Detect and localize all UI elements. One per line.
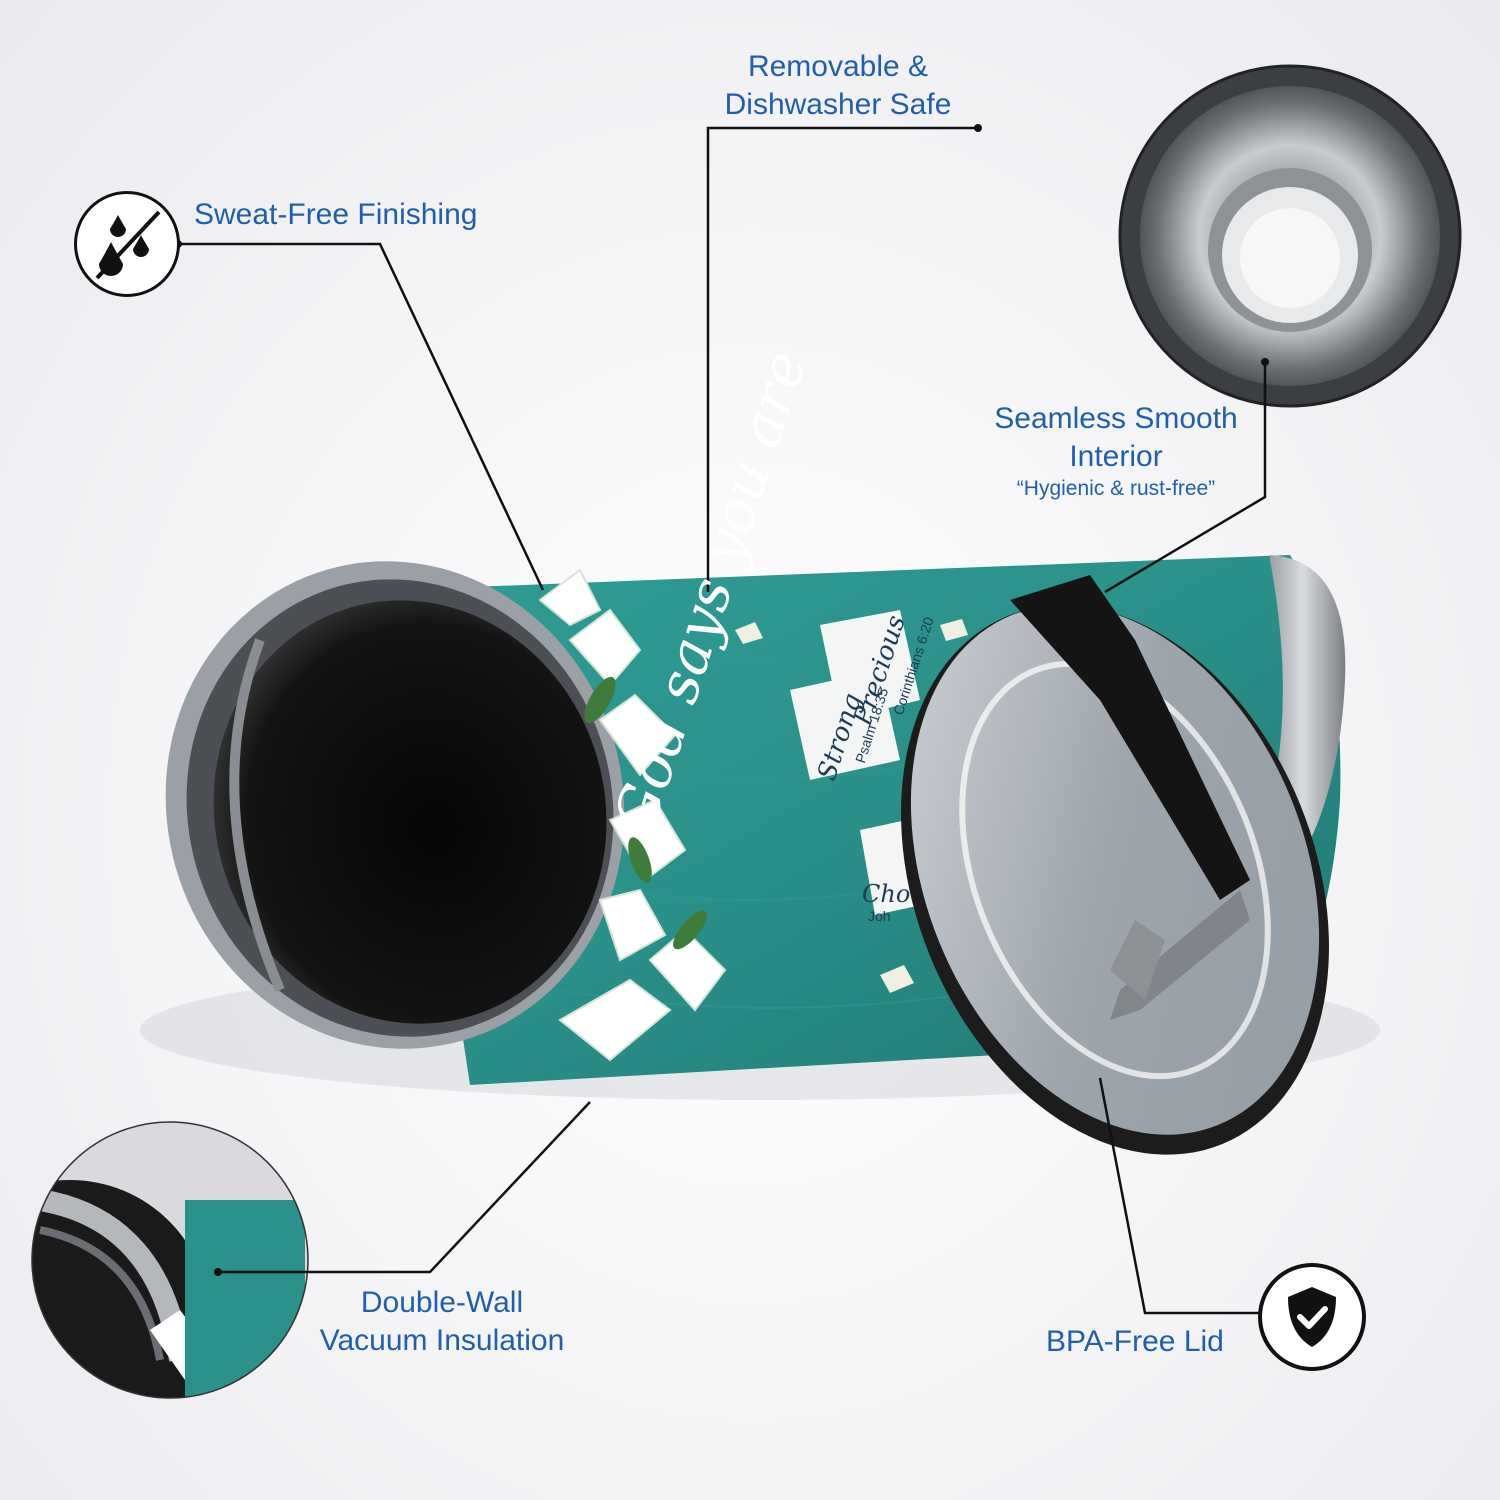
no-drops-icon <box>74 191 180 297</box>
label-seamless-line2: Interior <box>1069 440 1163 473</box>
label-seamless-sub: “Hygienic & rust-free” <box>1016 477 1216 500</box>
label-double-wall-line1: Double-Wall <box>360 1286 524 1319</box>
label-removable: Removable & Dishwasher Safe <box>708 48 968 124</box>
label-seamless: Seamless Smooth Interior “Hygienic & rus… <box>980 400 1252 502</box>
label-double-wall: Double-Wall Vacuum Insulation <box>300 1284 584 1360</box>
print-verse-john: Joh <box>868 908 891 924</box>
print-word-chosen: Cho <box>862 880 911 908</box>
label-seamless-line1: Seamless Smooth <box>994 402 1238 435</box>
label-double-wall-line2: Vacuum Insulation <box>319 1324 565 1357</box>
shield-check-icon <box>1258 1263 1366 1371</box>
label-removable-line1: Removable & <box>747 50 929 83</box>
label-sweat-free: Sweat-Free Finishing <box>194 198 478 231</box>
label-removable-line2: Dishwasher Safe <box>724 88 952 121</box>
label-bpa-free: BPA-Free Lid <box>1046 1325 1224 1358</box>
